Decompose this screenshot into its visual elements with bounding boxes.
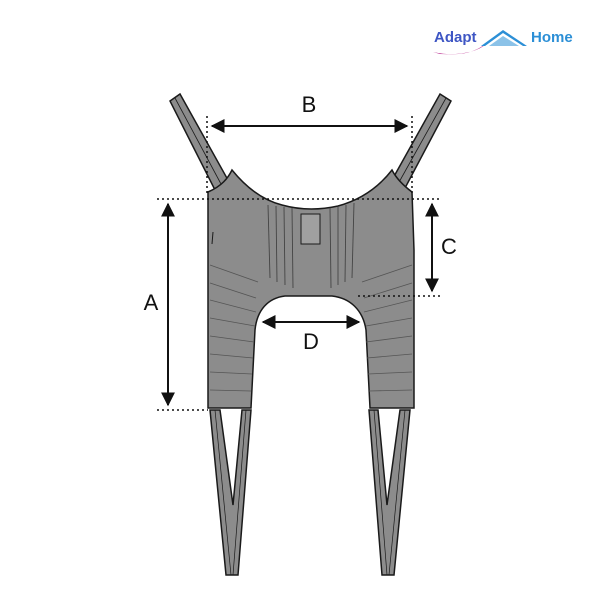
left-leg-seams [209, 264, 259, 392]
dimension-d-label: D [303, 329, 319, 354]
dimension-b: B [210, 92, 409, 133]
logo-word-home: Home [531, 29, 573, 46]
adapt-home-logo: Adapt Home [433, 29, 573, 55]
dimension-a: A [144, 202, 175, 407]
dimension-d: D [261, 315, 361, 354]
logo-roof-icon [481, 30, 527, 46]
dimension-c-label: C [441, 234, 457, 259]
dimension-a-label: A [144, 290, 159, 315]
left-leg-strap [209, 409, 252, 576]
right-leg-strap [368, 409, 411, 576]
dimension-b-label: B [302, 92, 317, 117]
sling-fabric [207, 168, 415, 409]
right-leg-seams [361, 264, 413, 392]
dimension-c: C [425, 202, 457, 293]
label-tag [300, 213, 321, 245]
back-panel-seams [267, 202, 355, 289]
logo-word-adapt: Adapt [434, 29, 477, 46]
extension-lines [157, 116, 442, 411]
sling [169, 92, 452, 576]
logo-house-icon [489, 36, 519, 46]
left-shoulder-strap [169, 92, 229, 192]
